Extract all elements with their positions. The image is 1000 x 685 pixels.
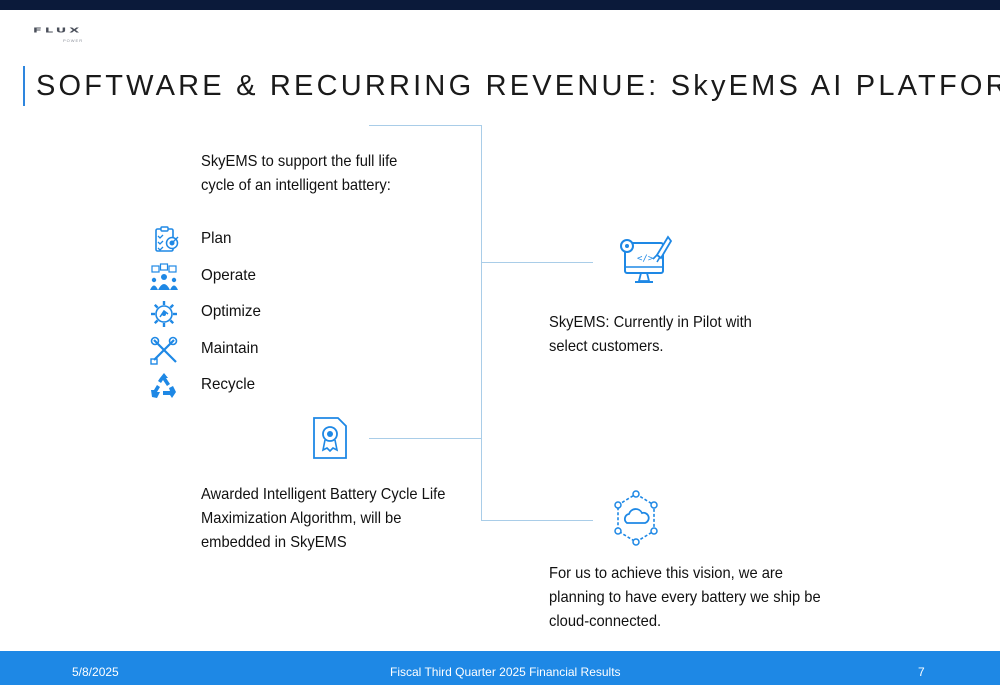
award-certificate-icon: [312, 416, 348, 460]
logo-subtext: POWER: [63, 38, 84, 43]
award-description: Awarded Intelligent Battery Cycle Life M…: [201, 486, 446, 551]
top-bar: [0, 0, 1000, 10]
plan-checklist-target-icon: [148, 226, 180, 256]
cloud-vision-text: For us to achieve this vision, we are pl…: [549, 565, 821, 630]
page-number: 7: [918, 665, 925, 679]
footer-date: 5/8/2025: [72, 665, 119, 679]
logo-text: FLUX: [33, 26, 83, 35]
slide-title: SOFTWARE & RECURRING REVENUE: SkyEMS AI …: [36, 70, 1000, 102]
cloud-network-icon: [612, 490, 660, 546]
list-item-label: Operate: [201, 267, 256, 284]
list-item-label: Plan: [201, 230, 232, 247]
connector-cloud: [481, 520, 593, 521]
connector-award: [369, 438, 481, 439]
lifecycle-intro: SkyEMS to support the full life cycle of…: [201, 153, 398, 194]
list-item-label: Recycle: [201, 376, 256, 393]
list-item-label: Optimize: [201, 303, 261, 320]
footer-bar: 5/8/2025 Fiscal Third Quarter 2025 Finan…: [0, 651, 1000, 685]
title-accent-rule: [23, 66, 25, 106]
footer-title: Fiscal Third Quarter 2025 Financial Resu…: [390, 665, 621, 679]
optimize-gear-icon: [148, 299, 180, 329]
connector-pilot: [481, 262, 593, 263]
list-item-label: Maintain: [201, 340, 259, 357]
company-logo: FLUX POWER: [33, 27, 93, 45]
monitor-gear-rocket-icon: </>: [613, 233, 675, 287]
connector-vertical: [481, 125, 482, 520]
connector-top: [369, 125, 481, 126]
pilot-status-text: SkyEMS: Currently in Pilot with select c…: [549, 314, 752, 355]
maintain-tools-icon: [148, 336, 180, 366]
recycle-icon: [148, 372, 180, 402]
svg-text:</>: </>: [637, 254, 654, 264]
operate-team-icon: [148, 263, 180, 293]
